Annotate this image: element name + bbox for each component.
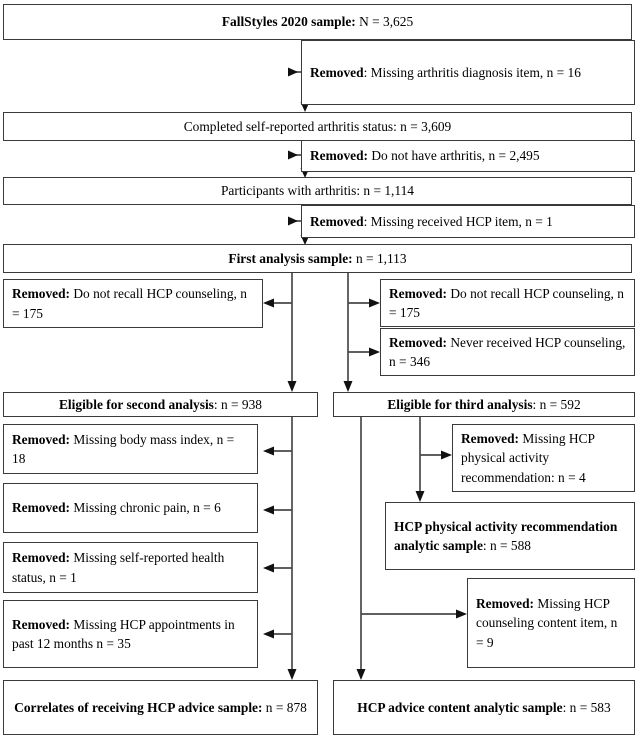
node-first-analysis-sample: First analysis sample: n = 1,113 [3, 244, 632, 273]
node-removed-hcp-appointments-bold: Removed: [12, 616, 71, 632]
node-first-analysis-sample-bold: First analysis sample: [228, 250, 353, 266]
node-advice-content-analytic-sample: HCP advice content analytic sample: n = … [333, 680, 635, 735]
node-removed-never-received-rest: Never received HCP counseling, n = 346 [389, 334, 626, 369]
node-total-sample-rest: N = 3,625 [355, 14, 414, 30]
node-removed-chronic-pain: Removed: Missing chronic pain, n = 6 [3, 483, 258, 533]
node-removed-counseling-content-rest: Missing HCP counseling content item, n =… [476, 596, 618, 650]
node-removed-pa-recommendation: Removed: Missing HCP physical activity r… [452, 424, 635, 492]
node-eligible-third-analysis-bold: Eligible for third analysis [387, 396, 533, 412]
node-advice-content-analytic-sample-bold: HCP advice content analytic sample [357, 699, 563, 715]
node-removed-hcp-appointments: Removed: Missing HCP appointments in pas… [3, 600, 258, 668]
node-participants-with-arthritis-rest: Participants with arthritis: n = 1,114 [220, 183, 414, 199]
node-removed-pa-recommendation-bold: Removed: [461, 431, 520, 447]
node-removed-never-received: Removed: Never received HCP counseling, … [380, 328, 635, 376]
node-eligible-third-analysis-rest: : n = 592 [532, 396, 581, 412]
node-removed-recall-right-bold: Removed: [389, 285, 448, 301]
node-removed-recall-right-rest: Do not recall HCP counseling, n = 175 [389, 285, 624, 320]
node-removed-health-status-bold: Removed: [12, 550, 71, 566]
node-removed-body-mass-index-bold: Removed: [12, 431, 71, 447]
node-removed-health-status: Removed: Missing self-reported health st… [3, 542, 258, 593]
node-removed-recall-left-bold: Removed: [12, 286, 71, 302]
node-removed-recall-right: Removed: Do not recall HCP counseling, n… [380, 279, 635, 327]
node-pa-recommendation-analytic-sample: HCP physical activity recommendation ana… [385, 502, 635, 570]
node-removed-counseling-content: Removed: Missing HCP counseling content … [467, 578, 635, 668]
node-removed-hcp-appointments-rest: Missing HCP appointments in past 12 mont… [12, 616, 235, 651]
node-removed-never-received-bold: Removed: [389, 334, 448, 350]
node-removed-recall-left: Removed: Do not recall HCP counseling, n… [3, 279, 263, 328]
node-correlates-hcp-advice-sample-rest: n = 878 [262, 699, 307, 715]
node-first-analysis-sample-rest: n = 1,113 [352, 250, 407, 266]
node-removed-body-mass-index-rest: Missing body mass index, n = 18 [12, 431, 235, 466]
node-removed-missing-hcp-item-rest: : Missing received HCP item, n = 1 [363, 213, 553, 229]
node-pa-recommendation-analytic-sample-rest: : n = 588 [482, 538, 532, 553]
node-pa-recommendation-analytic-sample-bold: HCP physical activity recommendation ana… [394, 518, 618, 553]
node-correlates-hcp-advice-sample: Correlates of receiving HCP advice sampl… [3, 680, 318, 735]
node-removed-arthritis-diagnosis: Removed: Missing arthritis diagnosis ite… [301, 40, 635, 105]
node-removed-no-arthritis: Removed: Do not have arthritis, n = 2,49… [301, 140, 635, 172]
node-total-sample: FallStyles 2020 sample: N = 3,625 [3, 4, 632, 40]
node-completed-arthritis-status-rest: Completed self-reported arthritis status… [183, 118, 452, 134]
node-removed-body-mass-index: Removed: Missing body mass index, n = 18 [3, 424, 258, 474]
node-removed-arthritis-diagnosis-bold: Removed [310, 64, 364, 80]
node-removed-missing-hcp-item: Removed: Missing received HCP item, n = … [301, 205, 635, 238]
node-removed-missing-hcp-item-bold: Removed [310, 213, 364, 229]
node-advice-content-analytic-sample-rest: : n = 583 [562, 699, 611, 715]
node-removed-no-arthritis-bold: Removed: [310, 148, 369, 164]
node-removed-recall-left-rest: Do not recall HCP counseling, n = 175 [12, 286, 247, 321]
node-completed-arthritis-status: Completed self-reported arthritis status… [3, 112, 632, 141]
node-removed-no-arthritis-rest: Do not have arthritis, n = 2,495 [368, 148, 540, 164]
node-eligible-third-analysis: Eligible for third analysis: n = 592 [333, 392, 635, 417]
node-removed-chronic-pain-rest: Missing chronic pain, n = 6 [70, 500, 221, 516]
node-removed-pa-recommendation-rest: Missing HCP physical activity recommenda… [461, 431, 595, 485]
node-correlates-hcp-advice-sample-bold: Correlates of receiving HCP advice sampl… [14, 699, 263, 715]
node-eligible-second-analysis-rest: : n = 938 [213, 396, 262, 412]
node-removed-health-status-rest: Missing self-reported health status, n =… [12, 550, 225, 585]
node-eligible-second-analysis: Eligible for second analysis: n = 938 [3, 392, 318, 417]
node-participants-with-arthritis: Participants with arthritis: n = 1,114 [3, 177, 632, 205]
node-total-sample-bold: FallStyles 2020 sample: [221, 14, 356, 30]
node-removed-chronic-pain-bold: Removed: [12, 500, 71, 516]
node-removed-counseling-content-bold: Removed: [476, 596, 535, 612]
node-removed-arthritis-diagnosis-rest: : Missing arthritis diagnosis item, n = … [363, 64, 581, 80]
node-eligible-second-analysis-bold: Eligible for second analysis [59, 396, 214, 412]
